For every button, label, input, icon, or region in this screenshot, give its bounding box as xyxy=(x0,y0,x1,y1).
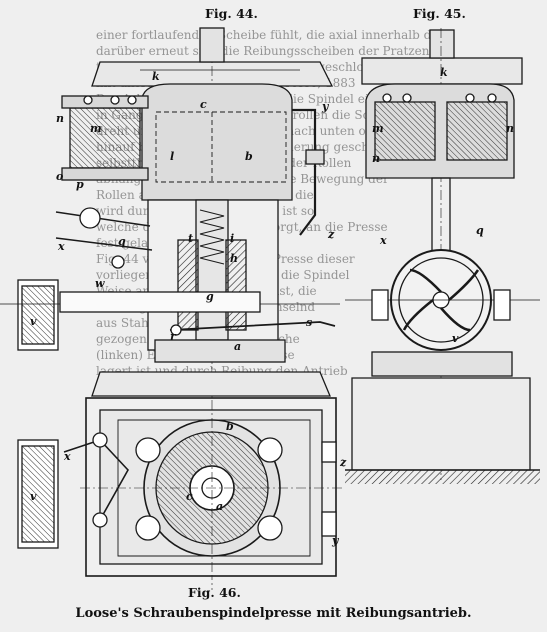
part-letter-labels: k k n m o p c l b y z x q w v t i h g a … xyxy=(30,66,514,547)
label-c-46: c xyxy=(186,490,193,503)
label-m-44: m xyxy=(90,122,102,135)
label-p-44: p xyxy=(76,178,84,191)
label-g-44: g xyxy=(206,290,214,303)
figure-44-label: Fig. 44. xyxy=(205,6,258,21)
label-s-44: s xyxy=(306,316,312,329)
figure-46-label: Fig. 46. xyxy=(188,585,241,600)
background-text-line: darüber erneut sich die Reibungsscheiben… xyxy=(96,44,434,58)
figure-caption: Loose's Schraubenspindelpresse mit Reibu… xyxy=(75,606,472,621)
label-n-45: n xyxy=(372,152,380,165)
label-o-44: o xyxy=(56,170,63,183)
label-c-44: c xyxy=(200,98,207,111)
label-y-44: y xyxy=(321,100,330,113)
label-v-46: v xyxy=(30,490,37,503)
label-n-45b: n xyxy=(506,122,514,135)
label-y-46: y xyxy=(331,534,340,547)
label-x-46: x xyxy=(63,450,71,463)
label-a-44: a xyxy=(234,340,241,353)
label-k-45: k xyxy=(440,66,448,79)
figure-44-drawing xyxy=(0,27,340,590)
label-w-44: w xyxy=(95,277,105,290)
label-q-45: q xyxy=(476,224,484,237)
label-x-44: x xyxy=(57,240,65,253)
label-x-45: x xyxy=(379,234,387,247)
label-b-46: b xyxy=(226,420,234,433)
label-m-45: m xyxy=(372,122,384,135)
label-z-46: z xyxy=(339,456,347,469)
label-i-44: i xyxy=(230,232,234,245)
label-q-44: q xyxy=(118,235,126,248)
label-v-45: v xyxy=(452,332,459,345)
label-h-44: h xyxy=(230,252,238,265)
label-v-44: v xyxy=(30,315,37,328)
label-n-44: n xyxy=(56,112,64,125)
label-z-44: z xyxy=(327,228,335,241)
label-l-44: l xyxy=(170,150,174,163)
figure-45-label: Fig. 45. xyxy=(413,6,466,21)
label-a-46: a xyxy=(216,500,223,513)
label-t-44: t xyxy=(188,232,193,245)
label-b-44: b xyxy=(245,150,253,163)
figure-46-drawing xyxy=(17,397,345,577)
label-k-44: k xyxy=(152,70,160,83)
label-r-44: r xyxy=(170,330,177,343)
background-text-line: einer fortlaufenden Scheibe fühlt, die a… xyxy=(96,28,445,42)
figure-45-drawing xyxy=(345,28,540,484)
